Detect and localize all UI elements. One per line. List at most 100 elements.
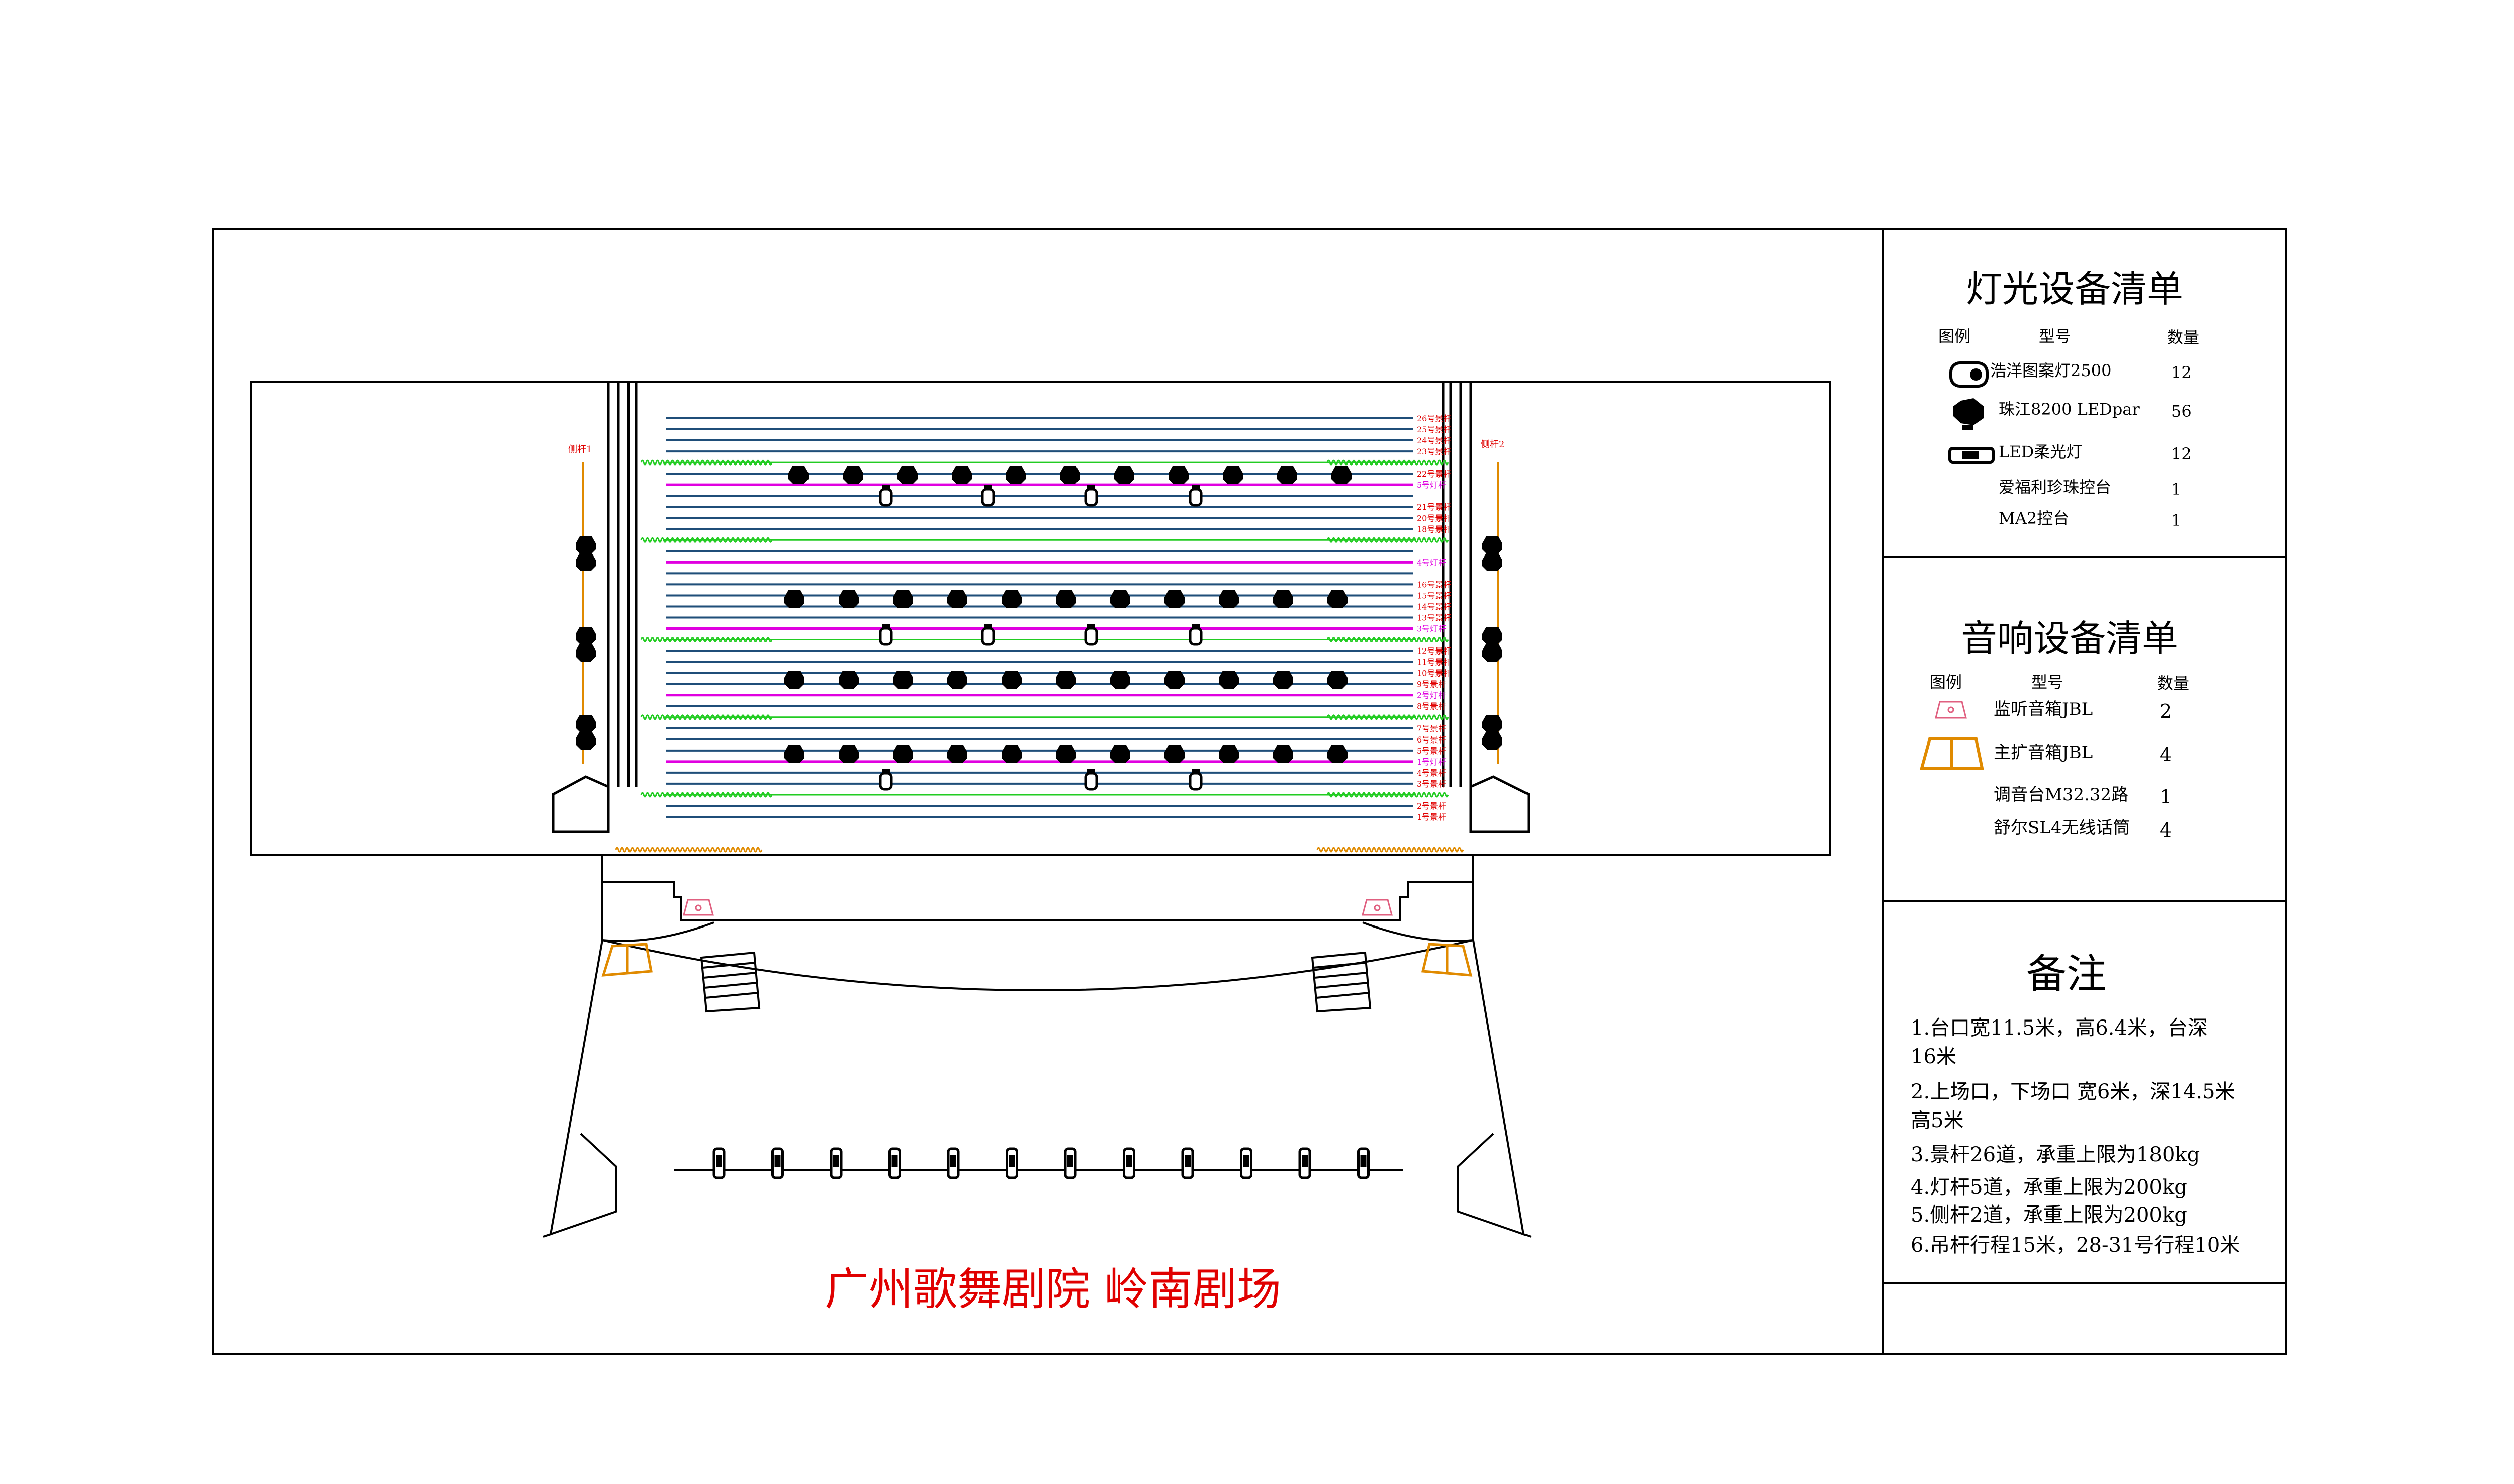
main-speaker-icon — [601, 943, 653, 977]
sound-header-model: 型号 — [2031, 673, 2063, 692]
led-par-icon — [1327, 671, 1348, 689]
sound-header-legend: 图例 — [1930, 673, 1962, 692]
bar-label: 3号景杆 — [1417, 779, 1446, 789]
fly-bar: 6号景杆 — [666, 735, 1446, 745]
bar-label: 2号景杆 — [1417, 801, 1446, 811]
stage-area — [250, 381, 1831, 856]
fly-bar: 4号灯杆 — [666, 558, 1446, 567]
monitor-speaker-icon — [1362, 899, 1393, 916]
fly-bar — [640, 537, 1449, 543]
pattern-light-icon — [879, 485, 893, 507]
bar-label: 4号景杆 — [1417, 768, 1446, 778]
led-par-icon — [839, 590, 859, 608]
led-par-icon — [893, 590, 913, 608]
soft-light-icon — [712, 1147, 726, 1179]
bar-label: 23号景杆 — [1417, 447, 1451, 456]
fly-bar — [640, 459, 1449, 466]
led-par-icon — [1110, 671, 1130, 689]
led-par-icon — [897, 466, 918, 484]
led-par-icon — [1482, 627, 1502, 645]
led-par-icon — [576, 731, 596, 750]
soft-light-icon — [888, 1147, 901, 1179]
led-par-icon — [576, 536, 596, 554]
pattern-light-icon — [1949, 361, 1989, 388]
sound-item-model: 监听音箱JBL — [1994, 699, 2093, 719]
led-par-icon — [1482, 643, 1502, 662]
note-line: 2.上场口，下场口 宽6米，深14.5米 — [1911, 1080, 2235, 1103]
led-par-icon — [1169, 466, 1189, 484]
fly-bar: 1号景杆 — [666, 812, 1446, 822]
bar-label: 6号景杆 — [1417, 735, 1446, 745]
bar-label: 10号景杆 — [1417, 669, 1451, 678]
sound-list-title: 音响设备清单 — [1961, 617, 2178, 660]
note-line: 5.侧杆2道，承重上限为200kg — [1911, 1203, 2187, 1227]
lighting-item-qty: 56 — [2171, 402, 2192, 421]
curtain-zigzag — [640, 459, 1449, 466]
side-pole-left-label: 侧杆1 — [568, 444, 592, 455]
pattern-light-icon — [879, 769, 893, 791]
fly-bar: 16号景杆 — [666, 580, 1451, 589]
drawing-frame — [212, 228, 2287, 1355]
led-par-icon — [1482, 731, 1502, 750]
fly-bar — [640, 637, 1449, 643]
led-par-icon — [947, 671, 967, 689]
bar-label: 18号景杆 — [1417, 524, 1451, 534]
pattern-light-icon — [1084, 485, 1098, 507]
bar-label: 12号景杆 — [1417, 646, 1451, 656]
fly-bar: 21号景杆 — [666, 502, 1451, 512]
led-par-icon — [1002, 671, 1022, 689]
lighting-item-model: 爱福利珍珠控台 — [1999, 478, 2111, 497]
bar-label: 13号景杆 — [1417, 613, 1451, 623]
led-par-icon — [893, 671, 913, 689]
led-par-icon — [1327, 745, 1348, 763]
led-par-icon — [893, 745, 913, 763]
bar-label: 11号景杆 — [1417, 658, 1451, 667]
led-par-icon — [839, 671, 859, 689]
led-par-icon — [843, 466, 863, 484]
fly-bar: 20号景杆 — [666, 513, 1451, 523]
fly-bar: 2号灯杆 — [666, 691, 1446, 700]
soft-light-icon — [1298, 1147, 1311, 1179]
lighting-item-qty: 12 — [2171, 444, 2192, 463]
monitor-speaker-icon — [683, 899, 714, 916]
led-par-icon — [576, 643, 596, 662]
pattern-light-icon — [981, 485, 995, 507]
soft-light-icon — [1181, 1147, 1194, 1179]
bar-label: 26号景杆 — [1417, 414, 1451, 423]
led-par-icon — [1164, 590, 1185, 608]
led-par-icon — [1002, 745, 1022, 763]
led-par-icon — [1056, 590, 1076, 608]
note-line: 16米 — [1911, 1045, 1956, 1068]
lighting-header-qty: 数量 — [2167, 328, 2199, 347]
soft-light-icon — [947, 1147, 960, 1179]
lighting-item-qty: 1 — [2171, 511, 2181, 530]
note-line: 6.吊杆行程15米，28-31号行程10米 — [1911, 1234, 2240, 1257]
soft-light-icon — [1006, 1147, 1018, 1179]
lighting-item-qty: 1 — [2171, 480, 2181, 499]
proscenium-apron — [543, 855, 1532, 1238]
fly-bar: 3号灯杆 — [666, 624, 1446, 634]
fly-bar — [640, 714, 1449, 720]
lighting-list-title: 灯光设备清单 — [1966, 268, 2183, 310]
fly-bar: 7号景杆 — [666, 724, 1446, 733]
pattern-light-icon — [1189, 769, 1203, 791]
led-par-icon — [1002, 590, 1022, 608]
bar-label: 22号景杆 — [1417, 469, 1451, 479]
front-curtain — [615, 847, 1464, 853]
sound-item-qty: 1 — [2160, 786, 2172, 808]
bar-label: 9号景杆 — [1417, 680, 1446, 689]
fly-bar: 13号景杆 — [666, 613, 1451, 623]
led-par-icon — [1223, 466, 1243, 484]
led-par-icon — [1114, 466, 1134, 484]
sound-item-qty: 4 — [2160, 744, 2172, 766]
fly-bar: 18号景杆 — [666, 524, 1451, 534]
bar-label: 5号灯杆 — [1417, 480, 1446, 490]
fly-bar: 4号景杆 — [666, 768, 1446, 778]
lighting-item-model: LED柔光灯 — [1999, 442, 2082, 461]
led-par-icon — [1273, 671, 1293, 689]
led-par-icon — [1482, 553, 1502, 571]
lighting-header-legend: 图例 — [1938, 327, 1970, 346]
side-pole-right-label: 侧杆2 — [1481, 439, 1504, 450]
